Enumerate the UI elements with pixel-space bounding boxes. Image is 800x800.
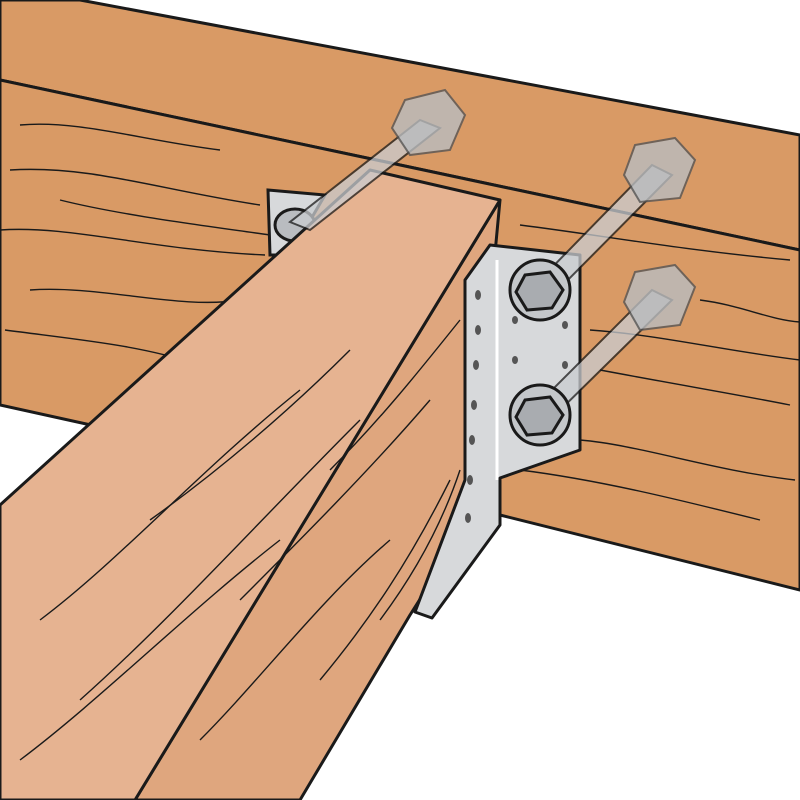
bolt-heads [390, 88, 697, 332]
bolt-head-icon [622, 263, 697, 332]
hanger-front-flange [413, 243, 582, 620]
joist-top-face [0, 168, 502, 800]
bolt-head-icon [390, 88, 467, 157]
bolt-head-icon [622, 136, 697, 204]
joist-grain [19, 319, 461, 761]
front-nuts [508, 258, 572, 447]
nail-holes [465, 290, 568, 523]
